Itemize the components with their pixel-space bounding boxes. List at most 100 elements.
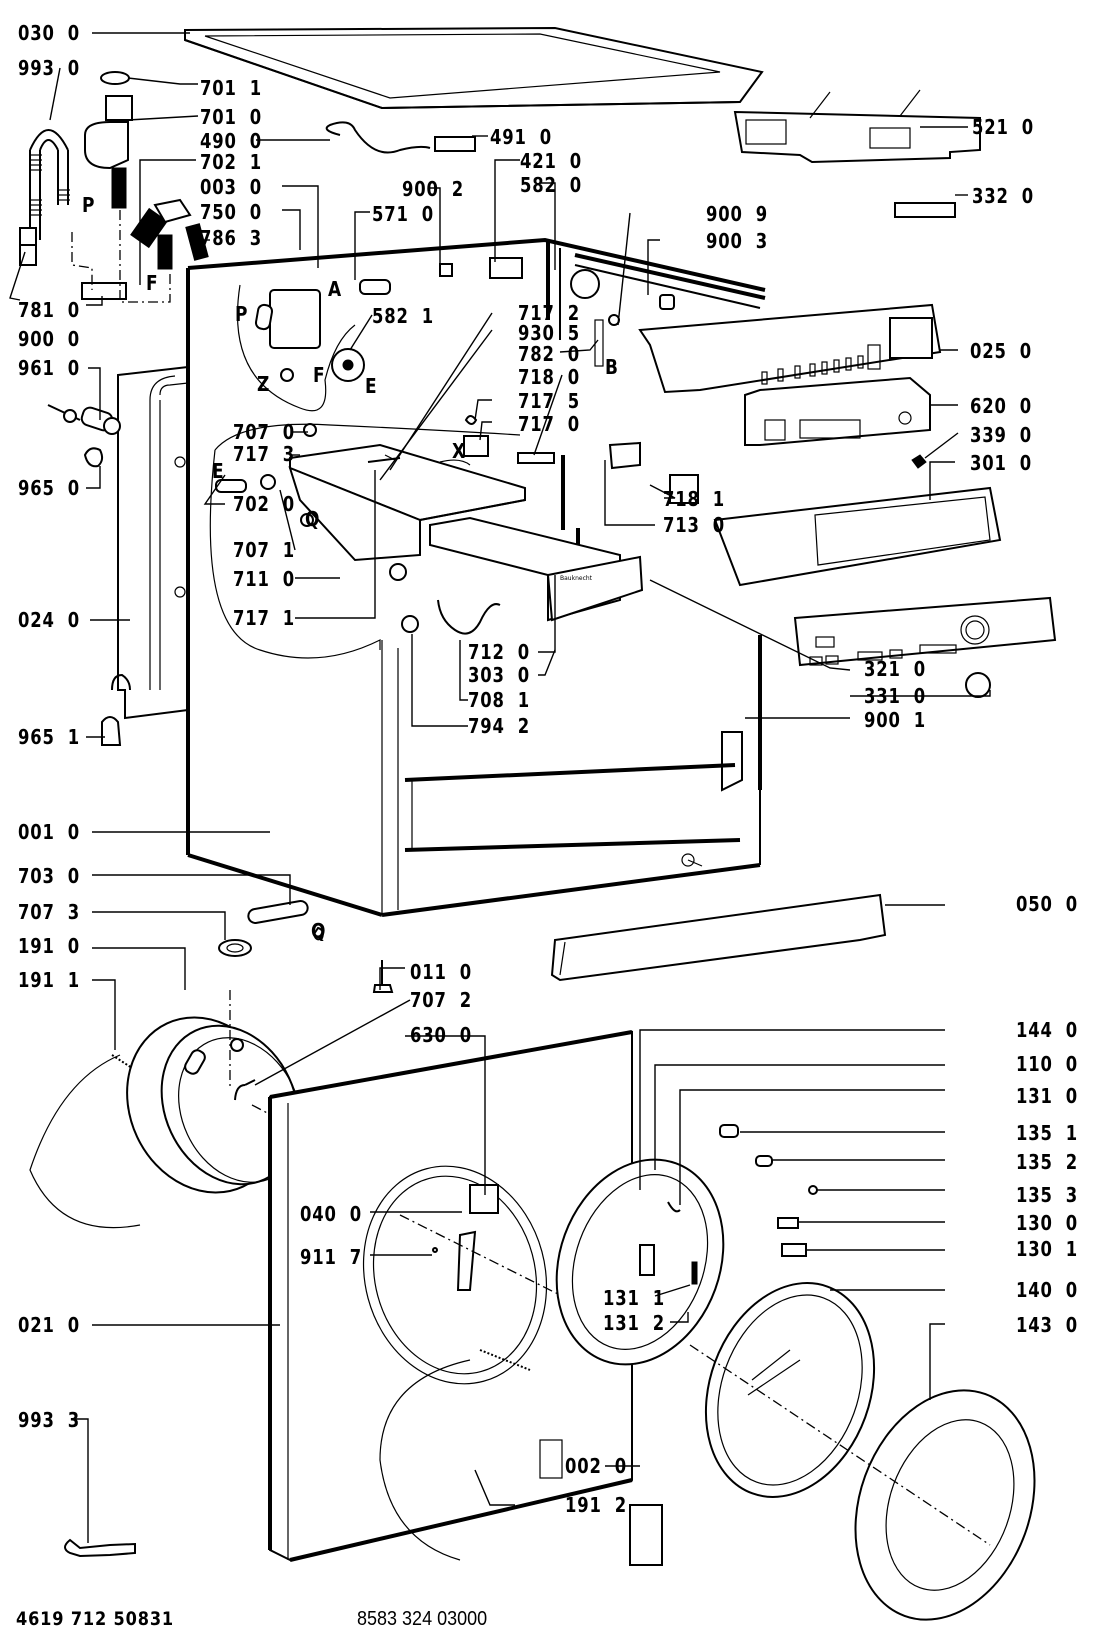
- part-label-490-0[interactable]: 490 0: [200, 129, 262, 153]
- part-label-703-0[interactable]: 703 0: [18, 864, 80, 888]
- part-label-702-1[interactable]: 702 1: [200, 150, 262, 174]
- part-label-301-0[interactable]: 301 0: [970, 451, 1032, 475]
- part-label-750-0[interactable]: 750 0: [200, 200, 262, 224]
- part-label-717-2[interactable]: 717 2: [518, 301, 580, 325]
- knob-part: [965, 672, 991, 698]
- part-label-782-0[interactable]: 782 0: [518, 342, 580, 366]
- part-label-191-1[interactable]: 191 1: [18, 968, 80, 992]
- part-label-707-2[interactable]: 707 2: [410, 988, 472, 1012]
- screw-7070-part: [303, 423, 317, 437]
- o-ring-q-part: [312, 926, 324, 941]
- nut-7175-part: [464, 415, 478, 425]
- detail-outline-upper: [236, 284, 356, 412]
- part-label-717-0[interactable]: 717 0: [518, 412, 580, 436]
- part-label-701-1[interactable]: 701 1: [200, 76, 262, 100]
- part-label-993-0[interactable]: 993 0: [18, 56, 80, 80]
- part-label-582-1[interactable]: 582 1: [372, 304, 434, 328]
- part-label-900-3[interactable]: 900 3: [706, 229, 768, 253]
- part-label-110-0[interactable]: 110 0: [1016, 1052, 1078, 1076]
- part-label-011-0[interactable]: 011 0: [410, 960, 472, 984]
- part-label-002-0[interactable]: 002 0: [565, 1454, 627, 1478]
- part-label-131-0[interactable]: 131 0: [1016, 1084, 1078, 1108]
- part-label-130-0[interactable]: 130 0: [1016, 1211, 1078, 1235]
- part-label-321-0[interactable]: 321 0: [864, 657, 926, 681]
- marker-z: Z: [257, 372, 270, 396]
- part-label-911-7[interactable]: 911 7: [300, 1245, 362, 1269]
- part-label-993-3[interactable]: 993 3: [18, 1408, 80, 1432]
- part-label-339-0[interactable]: 339 0: [970, 423, 1032, 447]
- part-label-717-1[interactable]: 717 1: [233, 606, 295, 630]
- part-label-965-0[interactable]: 965 0: [18, 476, 80, 500]
- door-glass-part: [704, 1282, 876, 1498]
- part-label-961-0[interactable]: 961 0: [18, 356, 80, 380]
- part-label-140-0[interactable]: 140 0: [1016, 1278, 1078, 1302]
- panel-frame-part: [713, 486, 1002, 587]
- part-label-024-0[interactable]: 024 0: [18, 608, 80, 632]
- part-label-900-9[interactable]: 900 9: [706, 202, 768, 226]
- foot-cap-part: [101, 716, 122, 746]
- part-label-131-1[interactable]: 131 1: [603, 1286, 665, 1310]
- part-label-040-0[interactable]: 040 0: [300, 1202, 362, 1226]
- hose-7020-part: [215, 479, 247, 493]
- part-label-491-0[interactable]: 491 0: [490, 125, 552, 149]
- part-label-130-1[interactable]: 130 1: [1016, 1237, 1078, 1261]
- part-label-191-0[interactable]: 191 0: [18, 934, 80, 958]
- plug-part: [254, 303, 274, 331]
- leader-lines: [9, 32, 991, 1543]
- part-label-717-3[interactable]: 717 3: [233, 442, 295, 466]
- part-label-131-2[interactable]: 131 2: [603, 1311, 665, 1335]
- part-label-707-0[interactable]: 707 0: [233, 420, 295, 444]
- part-label-331-0[interactable]: 331 0: [864, 684, 926, 708]
- part-label-001-0[interactable]: 001 0: [18, 820, 80, 844]
- part-label-701-0[interactable]: 701 0: [200, 105, 262, 129]
- part-label-571-0[interactable]: 571 0: [372, 202, 434, 226]
- part-label-582-0[interactable]: 582 0: [520, 173, 582, 197]
- part-label-030-0[interactable]: 030 0: [18, 21, 80, 45]
- wire-part: [367, 457, 401, 463]
- electronic-module-part: [744, 376, 931, 446]
- part-label-702-0[interactable]: 702 0: [233, 492, 295, 516]
- part-label-707-3[interactable]: 707 3: [18, 900, 80, 924]
- part-label-708-1[interactable]: 708 1: [468, 688, 530, 712]
- bracket-7180-part: [517, 452, 555, 464]
- part-label-630-0[interactable]: 630 0: [410, 1023, 472, 1047]
- part-label-717-5[interactable]: 717 5: [518, 389, 580, 413]
- part-label-718-0[interactable]: 718 0: [518, 365, 580, 389]
- part-label-003-0[interactable]: 003 0: [200, 175, 262, 199]
- part-label-781-0[interactable]: 781 0: [18, 298, 80, 322]
- part-label-794-2[interactable]: 794 2: [468, 714, 530, 738]
- o-ring-part: [300, 513, 314, 527]
- part-label-718-1[interactable]: 718 1: [663, 487, 725, 511]
- part-label-707-1[interactable]: 707 1: [233, 538, 295, 562]
- front-panel-part: [793, 596, 1057, 667]
- part-label-050-0[interactable]: 050 0: [1016, 892, 1078, 916]
- cabinet-part: [186, 237, 766, 917]
- part-label-421-0[interactable]: 421 0: [520, 149, 582, 173]
- part-label-900-1[interactable]: 900 1: [864, 708, 926, 732]
- tub-front-part: [126, 1016, 302, 1194]
- part-label-303-0[interactable]: 303 0: [468, 663, 530, 687]
- part-label-712-0[interactable]: 712 0: [468, 640, 530, 664]
- part-label-965-1[interactable]: 965 1: [18, 725, 80, 749]
- part-label-135-1[interactable]: 135 1: [1016, 1121, 1078, 1145]
- part-label-021-0[interactable]: 021 0: [18, 1313, 80, 1337]
- part-label-143-0[interactable]: 143 0: [1016, 1313, 1078, 1337]
- part-label-521-0[interactable]: 521 0: [972, 115, 1034, 139]
- part-label-930-5[interactable]: 930 5: [518, 321, 580, 345]
- part-label-135-2[interactable]: 135 2: [1016, 1150, 1078, 1174]
- model-reference: 8583 324 03000: [357, 1608, 488, 1630]
- part-label-786-3[interactable]: 786 3: [200, 226, 262, 250]
- part-label-135-3[interactable]: 135 3: [1016, 1183, 1078, 1207]
- part-label-900-0[interactable]: 900 0: [18, 327, 80, 351]
- part-label-713-0[interactable]: 713 0: [663, 513, 725, 537]
- part-label-620-0[interactable]: 620 0: [970, 394, 1032, 418]
- marker-e-pump: E: [365, 374, 377, 398]
- part-label-711-0[interactable]: 711 0: [233, 567, 295, 591]
- part-label-025-0[interactable]: 025 0: [970, 339, 1032, 363]
- part-label-191-2[interactable]: 191 2: [565, 1493, 627, 1517]
- part-label-900-2[interactable]: 900 2: [402, 177, 464, 201]
- kick-plate-part: [550, 893, 887, 982]
- part-label-144-0[interactable]: 144 0: [1016, 1018, 1078, 1042]
- part-label-332-0[interactable]: 332 0: [972, 184, 1034, 208]
